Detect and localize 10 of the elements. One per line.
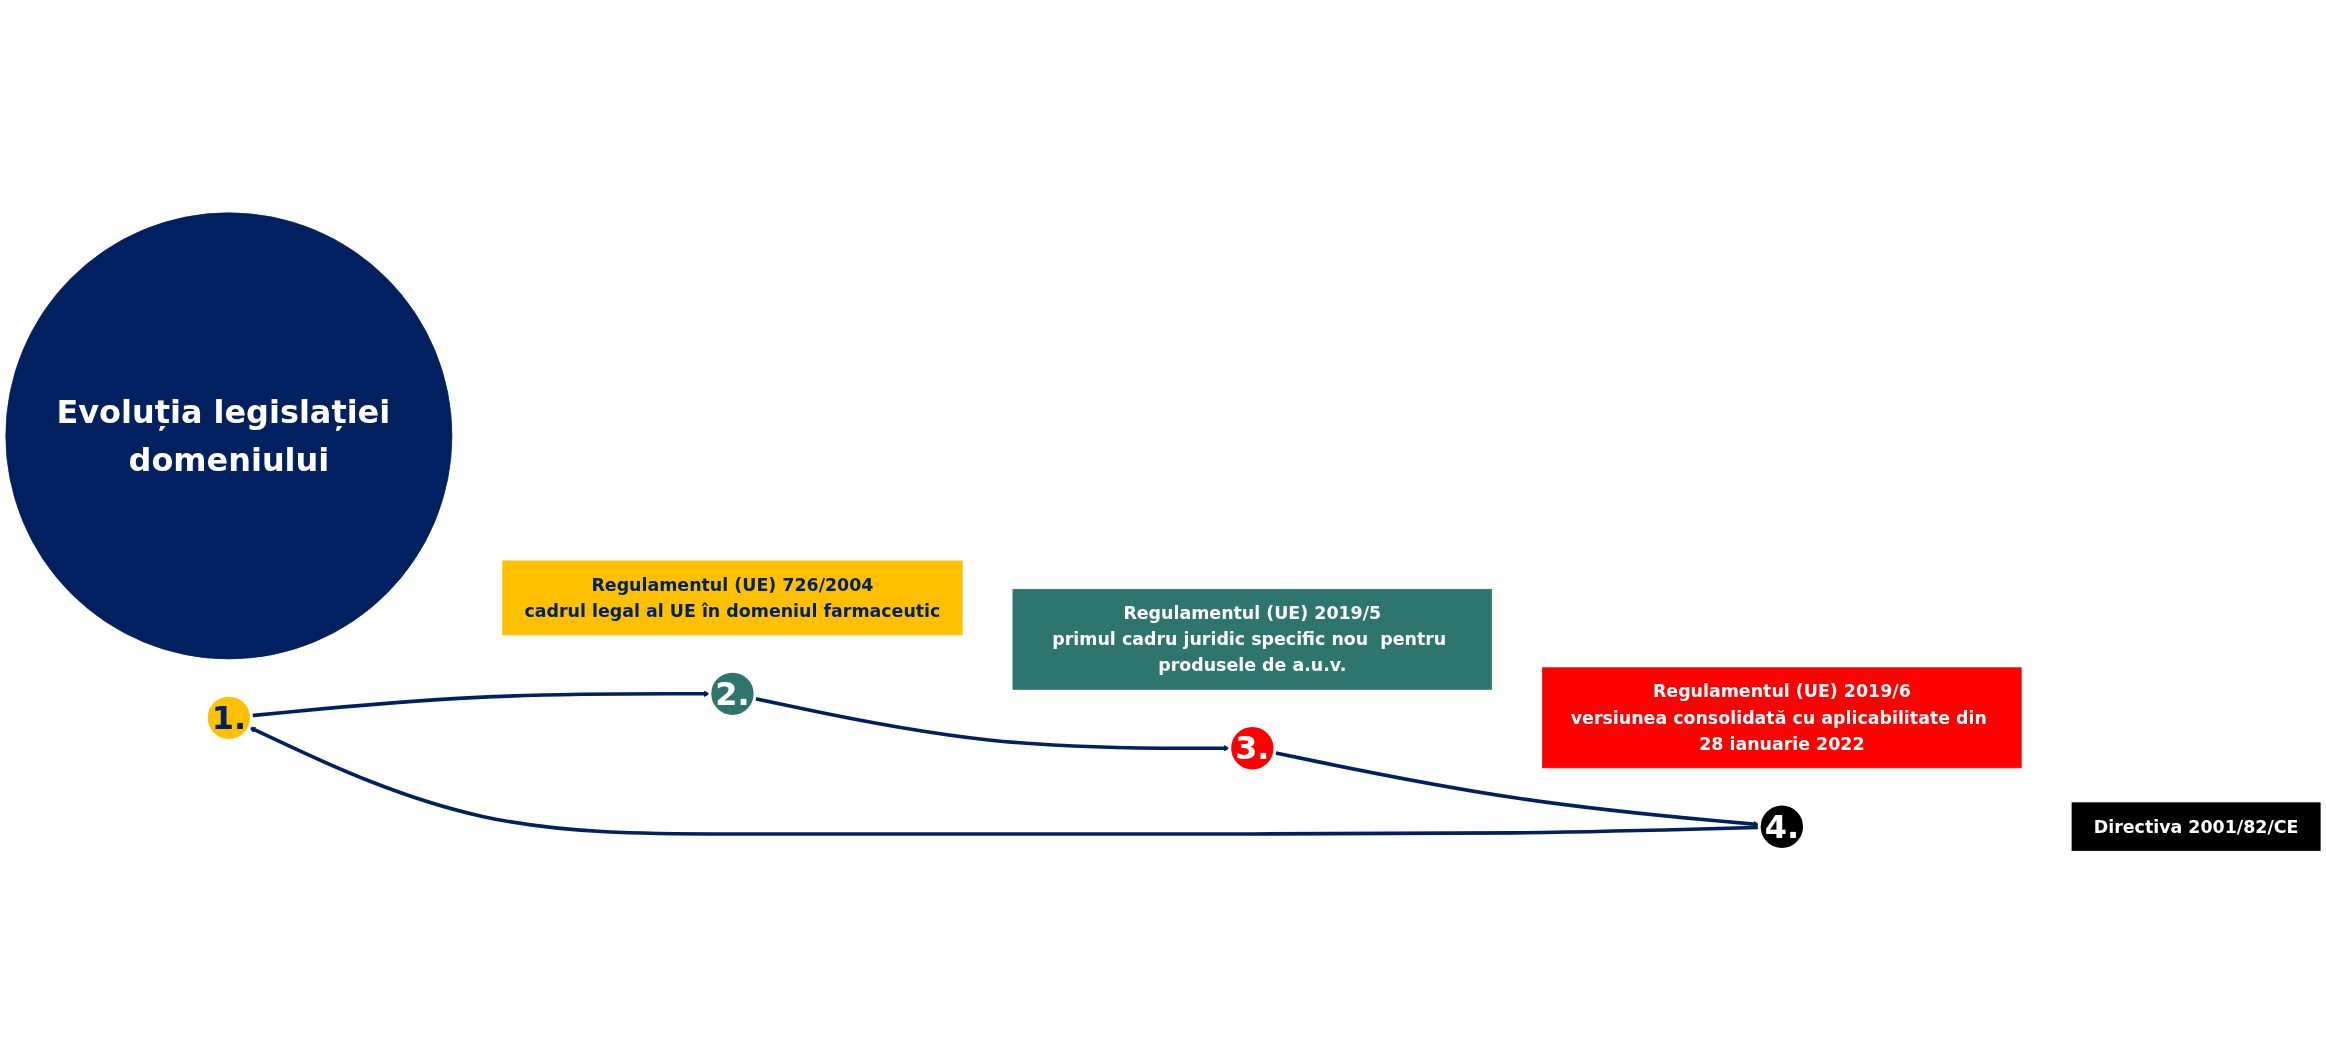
node-box: Regulamentul (UE) 2019/6 versiunea consolidată cu aplicabilitate din 28 ianuarie 2022	[1542, 667, 2022, 769]
node-box: Regulamentul (UE) 726/2004 cadrul legal al UE în domeniul farmaceutic	[502, 560, 963, 636]
node-box: Regulamentul (UE) 2019/5 primul cadru juridic specific nou pentru produsele de a.u.v.	[1012, 589, 1493, 690]
node-circle: 3.	[1228, 724, 1277, 773]
arrow	[249, 727, 1760, 837]
node-box: Directiva 2001/82/CE	[2071, 802, 2321, 852]
arrow	[754, 697, 1230, 752]
arrow	[1274, 751, 1760, 828]
node-circle: Evoluția legislației domeniului	[5, 212, 453, 660]
arrow	[251, 690, 711, 718]
